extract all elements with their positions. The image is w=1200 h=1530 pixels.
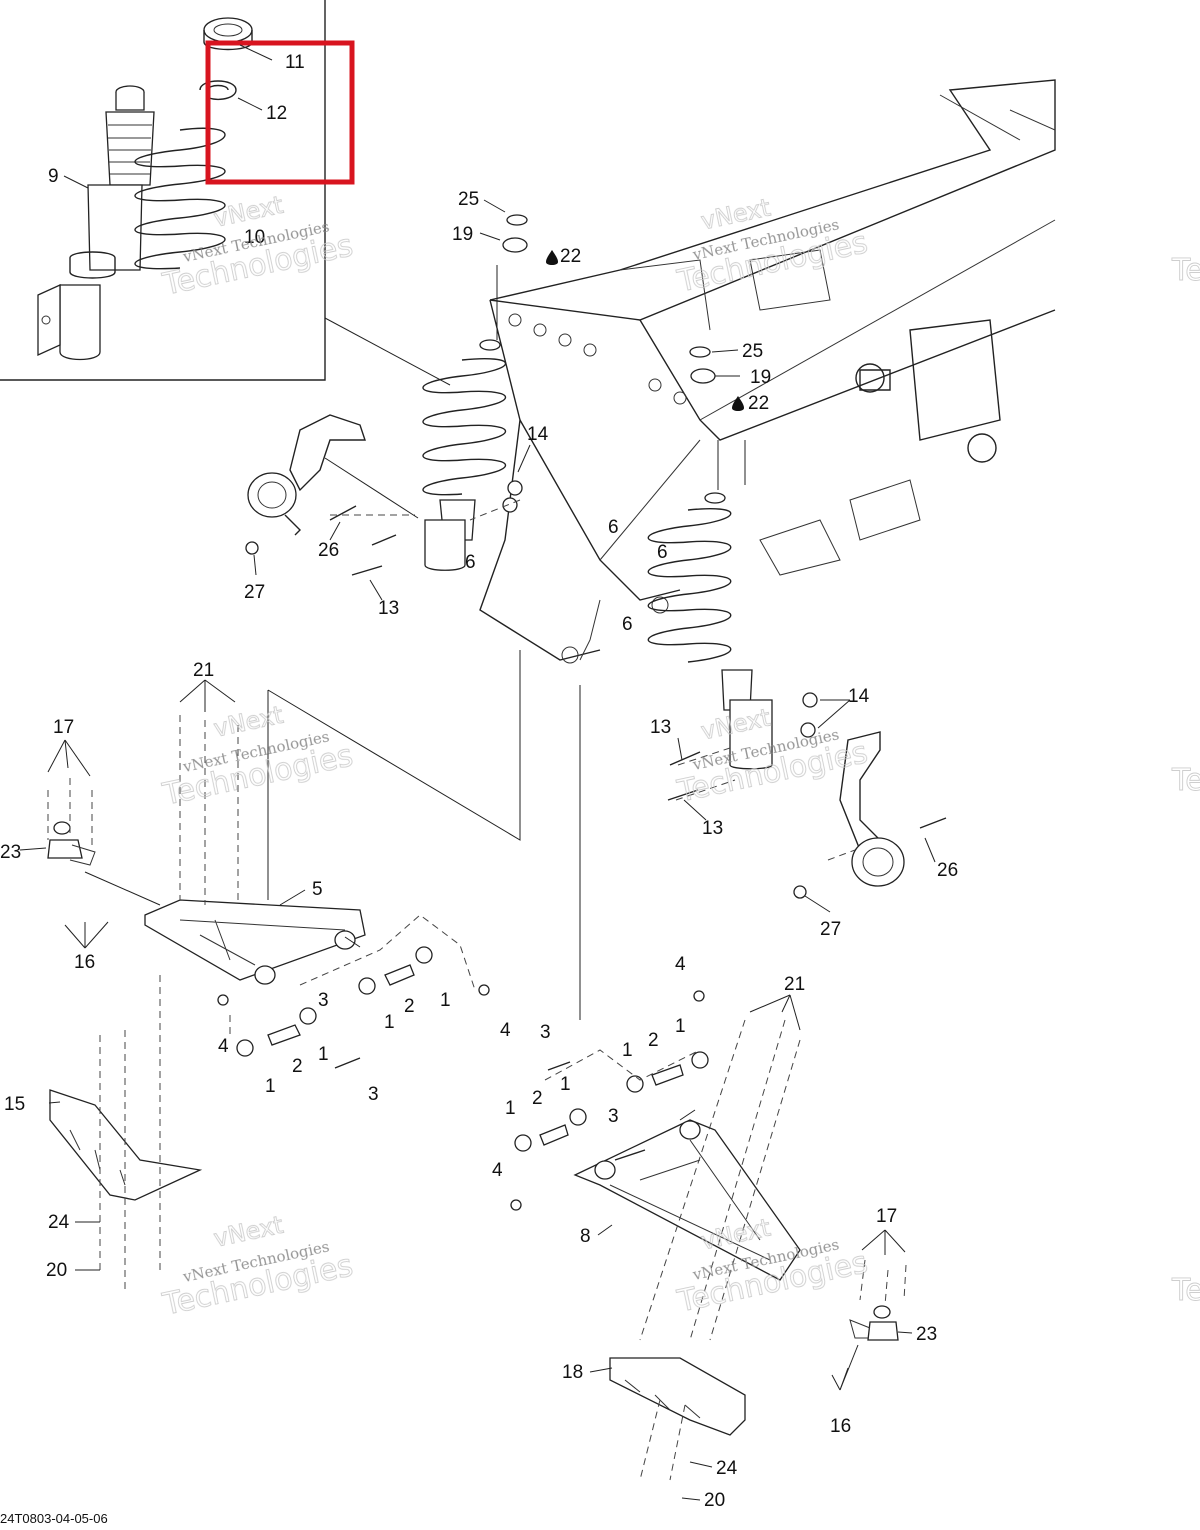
callout-14a: 14	[527, 424, 549, 445]
callout-3b: 3	[368, 1084, 379, 1105]
callout-17b: 17	[876, 1206, 897, 1227]
watermark-technologies-edge: Technologies	[1171, 253, 1200, 288]
callout-26a: 26	[318, 540, 339, 561]
watermark-vnext: vNext	[211, 701, 285, 743]
callout-19b: 19	[750, 367, 771, 388]
watermark-technologies-edge: Technologies	[1171, 1273, 1200, 1308]
callout-6a: 6	[465, 552, 476, 573]
shock-absorber-9	[37, 85, 155, 361]
callout-23a: 23	[0, 842, 21, 863]
callout-3d: 3	[608, 1106, 619, 1127]
ball-joint-left-23	[47, 821, 96, 866]
callout-18: 18	[562, 1362, 583, 1383]
callout-2b: 2	[292, 1056, 303, 1077]
drawing-code: 24T0803-04-05-06	[0, 1511, 108, 1526]
callout-13c: 13	[702, 818, 723, 839]
callout-6c: 6	[657, 542, 668, 563]
callout-9: 9	[48, 166, 59, 187]
callout-1d: 1	[265, 1076, 276, 1097]
lower-a-arm-8	[573, 1119, 801, 1281]
callout-16b: 16	[830, 1416, 851, 1437]
callout-3c: 3	[540, 1022, 551, 1043]
guide-lines	[84, 265, 746, 1121]
callout-1f: 1	[622, 1040, 633, 1061]
callout-27a: 27	[244, 582, 265, 603]
callout-1c: 1	[318, 1044, 329, 1065]
callout-2d: 2	[532, 1088, 543, 1109]
spring-10	[134, 127, 226, 270]
retainer-12	[199, 80, 237, 101]
callout-26b: 26	[937, 860, 958, 881]
callout-3a: 3	[318, 990, 329, 1011]
callout-1e: 1	[675, 1016, 686, 1037]
skid-plate-18	[609, 1357, 746, 1436]
callout-6d: 6	[622, 614, 633, 635]
highlight-box	[205, 40, 355, 185]
watermark-technologies-edge: Technologies	[1171, 763, 1200, 798]
callout-15: 15	[4, 1094, 25, 1115]
spring-seat-11	[203, 17, 253, 51]
callout-19a: 19	[452, 224, 473, 245]
callout-25b: 25	[742, 341, 763, 362]
assembly-lines	[47, 499, 907, 1481]
callout-2a: 2	[404, 996, 415, 1017]
vehicle-frame	[479, 79, 1056, 664]
callout-22b: 22	[748, 393, 769, 414]
callout-6b: 6	[608, 517, 619, 538]
callout-5: 5	[312, 879, 323, 900]
right-shock-absorber	[647, 492, 773, 770]
callout-4b: 4	[218, 1036, 229, 1057]
callout-4c: 4	[675, 954, 686, 975]
callout-21b: 21	[784, 974, 805, 995]
callout-4d: 4	[492, 1160, 503, 1181]
callout-25a: 25	[458, 189, 479, 210]
callout-23b: 23	[916, 1324, 937, 1345]
watermark-vnext: vNext	[698, 193, 772, 235]
callout-17a: 17	[53, 717, 74, 738]
callout-8: 8	[580, 1226, 591, 1247]
bushings-and-bolts	[217, 214, 947, 1211]
oil-drop-icon	[546, 250, 558, 265]
callout-21a: 21	[193, 660, 214, 681]
oil-drop-icon	[732, 396, 744, 411]
callout-1a: 1	[440, 990, 451, 1011]
callout-16a: 16	[74, 952, 95, 973]
callout-labels: 11 12 9 10 25 19 22 25 19 22 14 26 27 6 …	[0, 52, 958, 1511]
callout-4a: 4	[500, 1020, 511, 1041]
inset-detail	[0, 0, 451, 386]
callout-1h: 1	[505, 1098, 516, 1119]
watermark-vnext: vNext	[211, 1211, 285, 1253]
callout-2c: 2	[648, 1030, 659, 1051]
callout-1g: 1	[560, 1074, 571, 1095]
callout-13b: 13	[650, 717, 671, 738]
callout-11: 11	[285, 52, 305, 73]
callout-24a: 24	[48, 1212, 70, 1233]
callout-20a: 20	[46, 1260, 67, 1281]
right-steering-knuckle	[839, 731, 905, 887]
callout-leaders	[19, 44, 936, 1501]
callout-27b: 27	[820, 919, 841, 940]
callout-24b: 24	[716, 1458, 738, 1479]
left-steering-knuckle	[247, 414, 366, 536]
callout-12: 12	[266, 103, 287, 124]
left-shock-absorber	[422, 339, 507, 571]
callout-14b: 14	[848, 686, 870, 707]
callout-13a: 13	[378, 598, 399, 619]
upper-a-arm-5	[144, 899, 366, 985]
callout-1b: 1	[384, 1012, 395, 1033]
callout-10: 10	[244, 227, 265, 248]
ball-joint-right-23	[849, 1305, 899, 1341]
callout-22a: 22	[560, 246, 581, 267]
callout-20b: 20	[704, 1490, 725, 1511]
